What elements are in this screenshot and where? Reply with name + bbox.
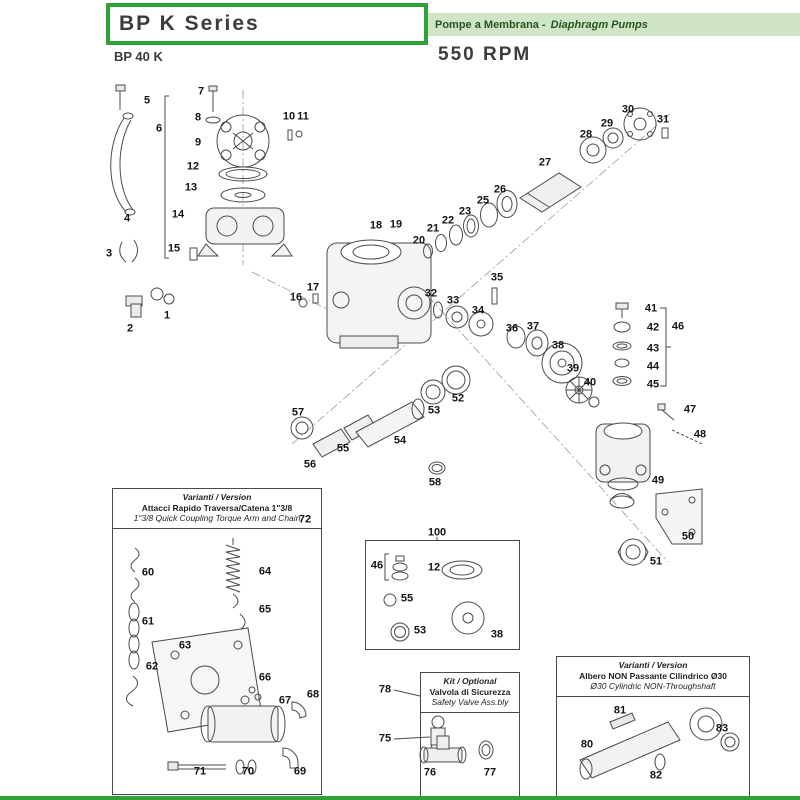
inset-torque-arm-variant: Varianti / Version Attacci Rapido Traver… — [112, 488, 322, 795]
suction-fitting-group — [290, 365, 471, 475]
inset-torque-arm-header: Varianti / Version Attacci Rapido Traver… — [113, 489, 321, 529]
inset-torque-arm-line3: 1"3/8 Quick Coupling Torque Arm and Chai… — [133, 513, 301, 524]
kit100-parts — [383, 537, 485, 642]
category-band: Pompe a Membrana - Diaphragm Pumps — [428, 13, 800, 36]
inlet-hose-group — [110, 84, 175, 318]
pump-head-group — [595, 403, 703, 566]
category-english: Diaphragm Pumps — [550, 18, 648, 31]
valve-cover-group — [164, 85, 303, 261]
model-label: BP 40 K — [114, 49, 163, 64]
inset-safety-valve-line1: Kit / Optional — [443, 676, 497, 686]
series-title: BP K Series — [119, 12, 260, 35]
inset-shaft-variant-header: Varianti / Version Albero NON Passante C… — [557, 657, 749, 697]
torque-arm-parts — [126, 538, 307, 775]
inset-kit-100 — [365, 540, 520, 650]
inset-torque-arm-line2: Attacci Rapido Traversa/Catena 1"3/8 — [141, 502, 293, 513]
inset-shaft-variant-line2: Albero NON Passante Cilindrico Ø30 — [579, 670, 727, 681]
safety-valve-parts — [393, 689, 494, 764]
inset-safety-valve-header: Kit / Optional Valvola di Sicurezza Safe… — [421, 673, 519, 713]
inset-safety-valve-line2: Valvola di Sicurezza — [429, 686, 511, 697]
crankshaft-bearing-group — [423, 107, 669, 259]
inset-safety-valve-kit: Kit / Optional Valvola di Sicurezza Safe… — [420, 672, 520, 798]
footer-accent-bar — [0, 796, 800, 800]
shaft-variant-parts — [579, 707, 740, 780]
inset-torque-arm-line1: Varianti / Version — [182, 492, 252, 502]
piston-diaphragm-group — [433, 287, 600, 408]
inset-safety-valve-line3: Safety Valve Ass.bly — [431, 697, 509, 708]
inset-shaft-variant-line3: Ø30 Cylindric NON-Throughshaft — [590, 681, 716, 692]
valve-stack-group — [612, 302, 671, 387]
category-italian: Pompe a Membrana - — [435, 18, 546, 31]
rpm-label: 550 RPM — [438, 44, 532, 65]
pump-body-group — [298, 239, 432, 349]
inset-shaft-variant: Varianti / Version Albero NON Passante C… — [556, 656, 750, 798]
series-title-box: BP K Series — [106, 3, 428, 45]
inset-shaft-variant-line1: Varianti / Version — [618, 660, 688, 670]
